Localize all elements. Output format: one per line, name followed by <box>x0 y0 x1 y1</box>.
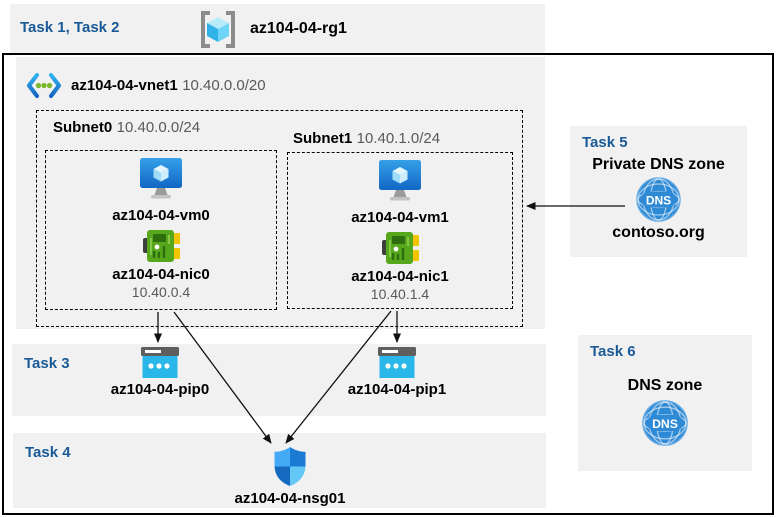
subnet0-name: Subnet0 <box>53 119 113 136</box>
vnet-header: az104-04-vnet1 10.40.0.0/20 <box>26 72 266 99</box>
pip0-icon <box>141 347 179 378</box>
vm1-icon <box>378 160 422 202</box>
nic1-ip: 10.40.1.4 <box>370 286 430 302</box>
task6-label: Task 6 <box>590 343 636 360</box>
subnet1-box: az104-04-vm1 az104-04-nic1 10.40.1.4 <box>287 152 513 309</box>
subnets-container: Subnet0 10.40.0.0/24 Subnet1 10.40.1.0/2… <box>36 110 523 327</box>
dns-zone-title: DNS zone <box>627 377 703 394</box>
pip1-icon <box>378 347 416 378</box>
task-1-2-label: Task 1, Task 2 <box>20 19 120 36</box>
pip0-name: az104-04-pip0 <box>110 381 210 398</box>
vnet-title: az104-04-vnet1 10.40.0.0/20 <box>71 77 266 95</box>
dns-icon-text: DNS <box>646 194 671 208</box>
task4-label: Task 4 <box>25 444 71 461</box>
task5-label: Task 5 <box>582 134 628 151</box>
vm0-name: az104-04-vm0 <box>112 207 210 224</box>
task3-label: Task 3 <box>24 355 70 372</box>
subnet0-label: Subnet0 10.40.0.0/24 <box>53 119 200 137</box>
nic1-icon <box>381 231 419 265</box>
resource-group-icon <box>198 9 238 51</box>
pip1-group: az104-04-pip1 <box>327 347 467 398</box>
nsg-shield-icon <box>272 446 308 487</box>
subnet1-label: Subnet1 10.40.1.0/24 <box>293 130 440 148</box>
pip1-name: az104-04-pip1 <box>347 381 447 398</box>
pip0-group: az104-04-pip0 <box>90 347 230 398</box>
nic0-name: az104-04-nic0 <box>112 266 210 283</box>
vnet-box: az104-04-vnet1 10.40.0.0/20 Subnet0 10.4… <box>16 57 545 329</box>
vm1-name: az104-04-vm1 <box>351 209 449 226</box>
task-1-2-band: Task 1, Task 2 az104-04-rg1 <box>10 4 545 53</box>
nsg-group: az104-04-nsg01 <box>207 446 373 507</box>
dns-icon-text: DNS <box>652 417 678 431</box>
task6-box: Task 6 DNS zone DNS <box>578 335 752 471</box>
dns-zone-icon: DNS <box>642 400 688 446</box>
nic0-icon <box>142 229 180 263</box>
resource-group-name: az104-04-rg1 <box>250 20 347 37</box>
private-dns-zone-name: contoso.org <box>612 224 705 241</box>
nic1-name: az104-04-nic1 <box>351 268 449 285</box>
nic0-ip: 10.40.0.4 <box>131 284 191 300</box>
vnet-cidr: 10.40.0.0/20 <box>182 76 266 94</box>
vnet-icon <box>26 72 62 99</box>
private-dns-icon: DNS <box>636 177 681 222</box>
nsg-name: az104-04-nsg01 <box>234 490 346 507</box>
subnet0-box: az104-04-vm0 az104-04-nic0 10.40.0.4 <box>45 150 277 310</box>
task4-band: Task 4 az104-04-nsg0 <box>13 433 546 508</box>
subnet1-name: Subnet1 <box>293 130 353 147</box>
private-dns-zone-title: Private DNS zone <box>592 156 725 173</box>
vm0-icon <box>139 158 183 200</box>
task3-band: Task 3 az104-04-pip0 <box>12 344 546 416</box>
subnet1-cidr: 10.40.1.0/24 <box>356 130 441 147</box>
subnet0-cidr: 10.40.0.0/24 <box>116 119 201 136</box>
vnet-name: az104-04-vnet1 <box>71 76 178 94</box>
task5-box: Task 5 Private DNS zone DNS contoso.org <box>570 126 747 257</box>
